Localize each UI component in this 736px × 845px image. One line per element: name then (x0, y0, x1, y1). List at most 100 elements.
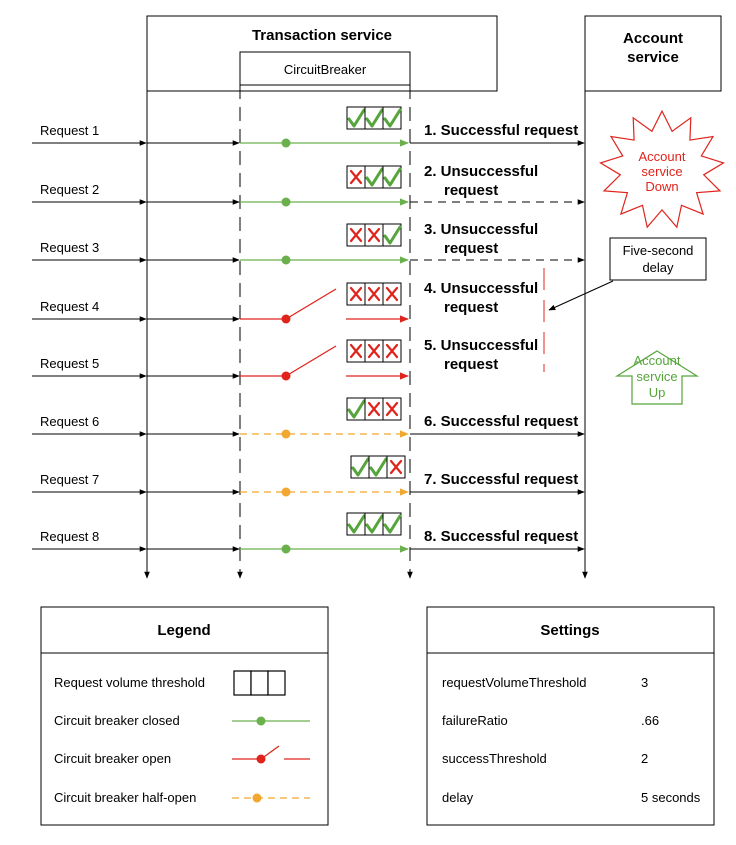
legend-threshold-cell (233, 670, 252, 696)
request-row: Request 8 8. Successful request (32, 512, 585, 554)
legend-box (40, 606, 329, 826)
request-label: Request 2 (40, 182, 99, 197)
closed-dot (281, 255, 291, 265)
account-service-title-line2: service (627, 49, 679, 66)
request-label: Request 7 (40, 472, 99, 487)
legend-item-label: Circuit breaker half-open (54, 790, 196, 805)
legend-item: Circuit breaker open (54, 745, 310, 766)
request-row: Request 4 4. Unsuccessful request (32, 280, 538, 324)
cross-icon (385, 343, 399, 359)
check-icon (351, 457, 370, 477)
request-label: Request 6 (40, 414, 99, 429)
up-line1: Account (634, 353, 681, 368)
legend-half-open-dot (252, 793, 262, 803)
account-up-arrow-icon (614, 350, 700, 405)
delay-line2: delay (642, 260, 674, 275)
request-row: Request 2 2. Unsuccessful request (32, 163, 585, 207)
up-line3: Up (649, 385, 666, 400)
check-icon (347, 399, 366, 419)
check-icon (369, 457, 388, 477)
request-label: Request 5 (40, 356, 99, 371)
check-icon (365, 514, 384, 534)
open-dot (281, 314, 291, 324)
check-icon (383, 108, 402, 128)
request-row: Request 5 5. Unsuccessful request (32, 337, 538, 381)
request-row: Request 7 7. Successful request (32, 455, 585, 497)
step-label: 3. Unsuccessful (424, 221, 538, 238)
cross-icon (367, 227, 381, 243)
down-line3: Down (645, 179, 678, 194)
circuit-breaker-label: CircuitBreaker (284, 62, 367, 77)
check-icon (383, 514, 402, 534)
step-label-line2: request (444, 299, 498, 316)
step-label: 1. Successful request (424, 122, 578, 139)
cross-icon (349, 343, 363, 359)
request-label: Request 1 (40, 123, 99, 138)
request-row: Request 1 1. Successful request (32, 106, 585, 148)
settings-title: Settings (540, 622, 599, 639)
delay-box (609, 237, 707, 281)
legend-item: Circuit breaker half-open (54, 790, 310, 805)
request-label: Request 4 (40, 299, 99, 314)
settings-item-value: 3 (641, 675, 648, 690)
settings-item: delay 5 seconds (442, 790, 701, 805)
request-label: Request 8 (40, 529, 99, 544)
up-line2: service (636, 369, 677, 384)
check-icon (347, 108, 366, 128)
account-service-title-line1: Account (623, 30, 683, 47)
cross-icon (349, 286, 363, 302)
cross-icon (389, 459, 403, 475)
closed-dot (281, 138, 291, 148)
settings-item-value: .66 (641, 713, 659, 728)
step-label: 5. Unsuccessful (424, 337, 538, 354)
step-label-line2: request (444, 182, 498, 199)
cross-icon (367, 401, 381, 417)
settings-item-name: failureRatio (442, 713, 508, 728)
legend-open-dot (256, 754, 266, 764)
delay-arrow (548, 280, 614, 311)
step-label: 6. Successful request (424, 413, 578, 430)
step-label: 8. Successful request (424, 528, 578, 545)
account-service-box (584, 15, 722, 92)
cross-icon (385, 286, 399, 302)
closed-dot (281, 544, 291, 554)
down-burst-shape (599, 109, 725, 229)
cross-icon (349, 169, 363, 185)
step-label: 2. Unsuccessful (424, 163, 538, 180)
settings-item-name: delay (442, 790, 474, 805)
step-label-line2: request (444, 240, 498, 257)
settings-item: successThreshold 2 (442, 751, 648, 766)
down-line1: Account (639, 149, 686, 164)
settings-box (426, 606, 715, 826)
transaction-service-title: Transaction service (252, 27, 392, 44)
settings-item-value: 2 (641, 751, 648, 766)
cross-icon (385, 401, 399, 417)
step-label-line2: request (444, 356, 498, 373)
cross-icon (367, 343, 381, 359)
legend-item: Circuit breaker closed (54, 713, 310, 728)
settings-item-value: 5 seconds (641, 790, 701, 805)
legend-item: Request volume threshold (54, 670, 286, 696)
check-icon (383, 167, 402, 187)
legend-threshold-cell (250, 670, 269, 696)
open-dot (281, 371, 291, 381)
closed-dot (281, 197, 291, 207)
legend-item-label: Circuit breaker open (54, 751, 171, 766)
step-label: 7. Successful request (424, 471, 578, 488)
half-open-dot (281, 487, 291, 497)
open-switch (285, 288, 337, 320)
step-label: 4. Unsuccessful (424, 280, 538, 297)
circuit-breaker-box (239, 51, 411, 86)
legend-item-label: Circuit breaker closed (54, 713, 180, 728)
check-icon (365, 167, 384, 187)
cross-icon (349, 227, 363, 243)
down-line2: service (641, 164, 682, 179)
settings-item-name: successThreshold (442, 751, 547, 766)
legend-threshold-cell (267, 670, 286, 696)
